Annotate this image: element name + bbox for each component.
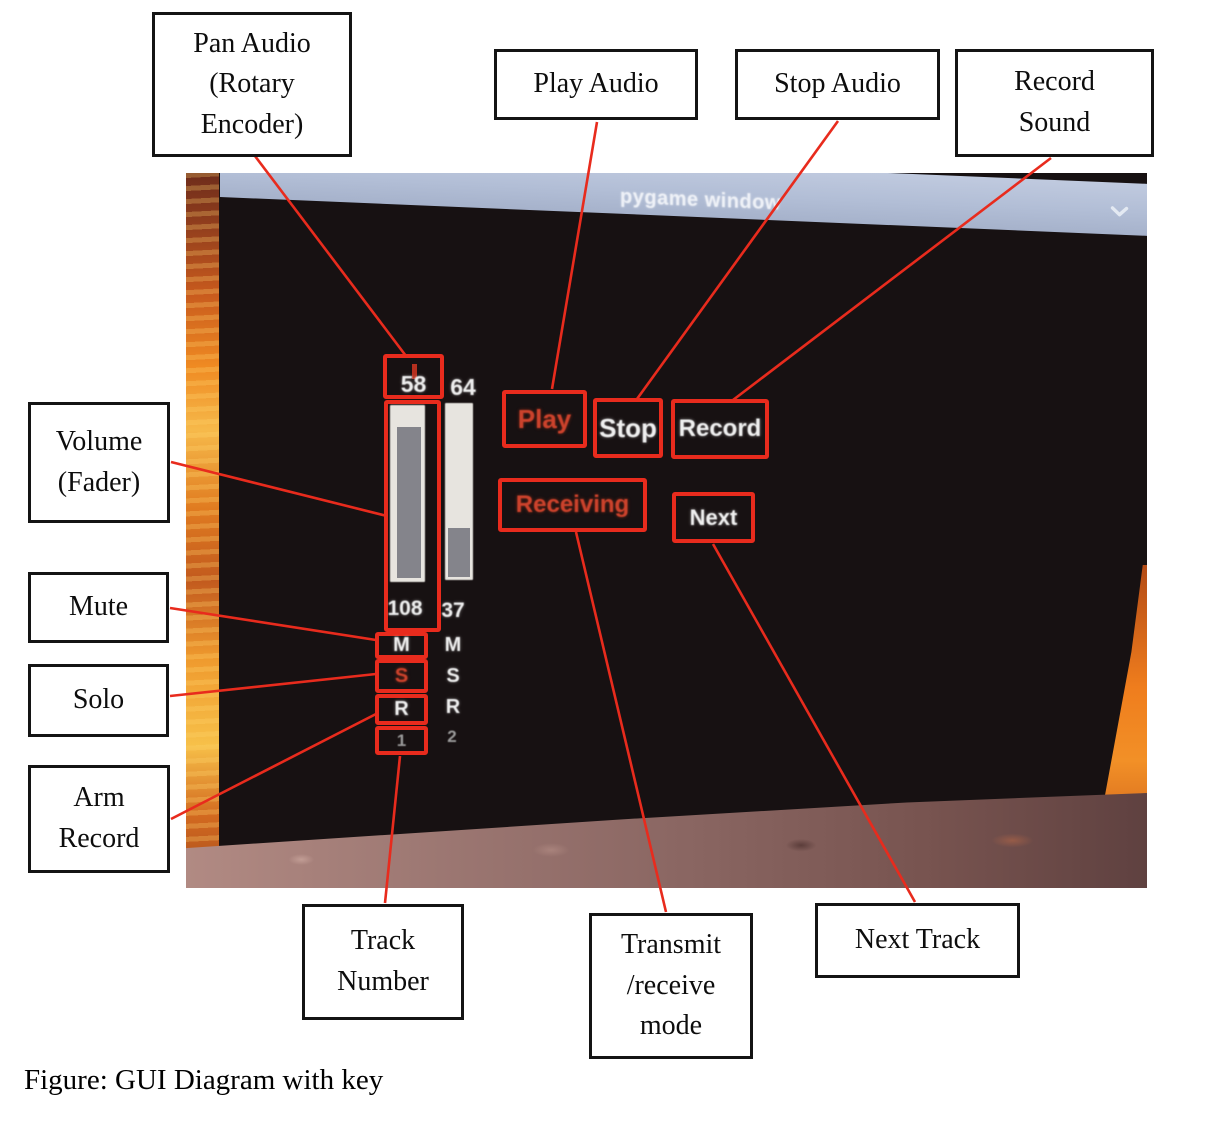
chevron-down-icon [1110,204,1129,223]
figure-caption: Figure: GUI Diagram with key [24,1064,384,1096]
callout-pan-audio: Pan Audio (Rotary Encoder) [152,12,352,157]
annotation-box-arm-record: R [375,694,428,725]
pan-value-track-2: 64 [450,374,476,400]
callout-line: (Fader) [57,466,141,498]
mute-button-track-2: M [444,634,462,656]
callout-line: Next Track [854,924,981,956]
callout-line: mode [639,1010,703,1042]
callout-volume: Volume (Fader) [28,402,170,523]
play-button: Play [517,403,572,434]
callout-line: Track [350,925,416,957]
callout-line: Stop Audio [774,68,901,100]
window-title: pygame window [620,185,781,215]
callout-line: Record [58,823,140,854]
pan-value-track-1: 58 [400,371,427,397]
annotation-box-mute: M [375,632,428,659]
callout-line: /receive [626,969,716,1001]
mute-button-track-1: M [393,634,410,656]
rotary-encoder-tick [412,364,417,379]
solo-button-track-2: S [446,665,460,687]
callout-track-number: Track Number [302,904,464,1020]
receiving-mode-indicator: Receiving [515,491,630,518]
annotation-box-track-number: 1 [375,726,428,755]
callout-mute: Mute [28,572,169,643]
callout-transmit-mode: Transmit /receive mode [589,913,753,1059]
window-titlebar: pygame window [220,173,1147,236]
callout-line: Solo [72,684,125,716]
callout-line: Number [337,966,429,997]
screenshot-photo: pygame window [186,173,1147,888]
callout-line: Record [1014,66,1095,98]
volume-value-track-2: 37 [441,599,465,622]
record-button: Record [678,415,762,442]
callout-line: Volume [55,425,143,457]
solo-button-track-1: S [394,664,409,687]
annotation-box-fader [384,400,441,632]
callout-line: Pan Audio [193,27,311,59]
callout-line: Encoder) [200,108,304,140]
callout-line: Sound [1018,107,1091,138]
arm-record-button-track-1: R [394,698,409,720]
callout-arm-record: Arm Record [28,765,170,873]
track-number-track-1: 1 [396,730,407,750]
callout-line: (Rotary [209,68,295,100]
callout-line: Mute [68,591,129,623]
annotation-box-receiving: Receiving [498,478,647,532]
annotation-box-play: Play [502,390,587,448]
callout-record-sound: Record Sound [955,49,1154,157]
callout-next-track: Next Track [815,903,1020,978]
annotation-box-pan-encoder: 58 [383,354,444,399]
annotation-box-next: Next [672,492,755,543]
annotation-box-record: Record [671,399,769,459]
track-number-track-2: 2 [447,727,457,746]
callout-line: Transmit [620,929,722,961]
callout-play-audio: Play Audio [494,49,698,120]
callout-line: Play Audio [533,68,659,100]
callout-stop-audio: Stop Audio [735,49,940,120]
fader-handle-track-1 [397,427,421,578]
arm-record-button-track-2: R [445,696,461,718]
sunset-background-left [186,173,219,888]
fader-handle-track-2 [448,528,470,577]
rocky-foreground [186,793,1147,888]
annotation-box-stop: Stop [593,398,663,458]
callout-line: Arm [73,782,125,814]
annotation-box-solo: S [375,659,428,693]
stop-button: Stop [599,412,657,443]
next-button: Next [689,504,738,530]
callout-solo: Solo [28,664,169,737]
volume-value-track-1: 108 [387,597,423,620]
